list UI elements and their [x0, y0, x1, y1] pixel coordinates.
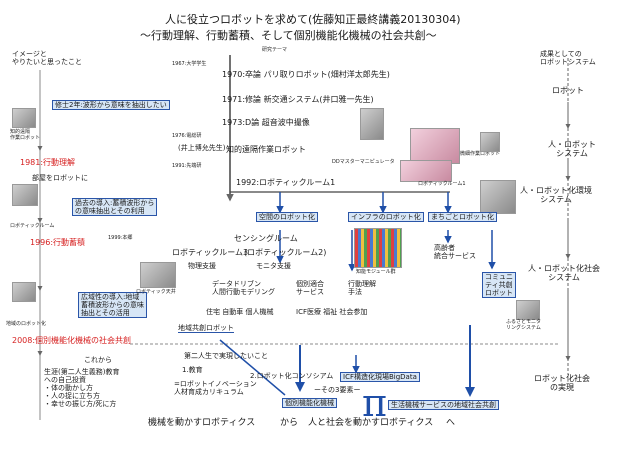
smart-module-caption: 知能モジュール群 — [356, 269, 396, 275]
bottom-caption-left: 機械を動かすロボティクス — [148, 418, 256, 428]
robotic-room3-label: ロボティックルーム3 — [172, 248, 249, 257]
housing-label: 住宅 自動車 個人機械 — [206, 308, 274, 316]
home-monitor-caption: ふるさとモニタ リングシステム — [506, 319, 542, 331]
physical-support-label: 物理支援 — [188, 262, 216, 270]
right-column-header: 成果としての ロボットシステム — [540, 50, 596, 67]
smart-module-photo — [354, 228, 402, 268]
row-1970: 1970:卒論 パリ取りロボット(畑村洋太郎先生) — [222, 70, 390, 79]
remote-robot-caption: 知的遠隔 作業ロボット — [10, 129, 41, 141]
second-life-label: 第二人生で実現したいこと — [184, 352, 268, 360]
regional-photo — [12, 282, 36, 302]
three-elements-label: ーその3要素ー — [314, 386, 361, 394]
robotic-room-photo — [12, 184, 38, 206]
remote-robot-label: 知的遠隔作業ロボット — [226, 145, 306, 154]
env-system-label: 人・ロボット化環境 システム — [520, 186, 592, 205]
remote-robot-photo — [12, 108, 36, 128]
year-1981-label: 1981:行動理解 — [20, 158, 76, 167]
space-robotization-box: 空間のロボット化 — [256, 212, 318, 223]
year-1996-label: 1996:行動蓄積 — [30, 238, 86, 247]
page-title: 人に役立つロボットを求めて(佐藤知正最終講義20130304) — [165, 13, 461, 26]
year-2008-label: 2008:個別機能化機械の社会共創 — [12, 336, 132, 345]
wide-intro-box: 広域性の導入:地域 蓄積波形からの意味 抽出とその活用 — [78, 292, 147, 319]
note-1991: 1991:先端研 — [172, 163, 202, 169]
future-body: 生涯(第二人生義務)教育 への自己投資 ・体の動かし方 ・人の捉に立ち方 ・幸せ… — [44, 368, 120, 409]
data-driven-label: データドリブン 人間行動モデリング — [212, 280, 275, 297]
sensing-room-label: センシングルーム — [234, 234, 298, 243]
robotic-room2-label: (ロボティックルーム2) — [244, 248, 327, 257]
individual-machine-box: 個別機能化機械 — [282, 398, 337, 409]
behavior-method-label: 行動理解 手法 — [348, 280, 376, 297]
society-system-label: 人・ロボット化社会 システム — [528, 264, 600, 283]
note-1999: 1999:本郷 — [108, 235, 133, 241]
individual-service-label: 個別適合 サービス — [296, 280, 324, 297]
human-robot-system-label: 人・ロボット システム — [548, 140, 596, 159]
first-year-box: 修士2年:波形から意味を抽出したい — [52, 100, 170, 111]
regional-to-pi-connector — [219, 339, 286, 396]
bottom-caption-right: 人と社会を動かすロボティクス — [308, 418, 434, 428]
monitor-support-label: モニタ支援 — [256, 262, 291, 270]
edu-2-label: 2.ロボット化コンソシアム — [250, 372, 334, 380]
home-monitor-photo — [516, 300, 540, 320]
room-caption: 部屋をロボットに — [32, 174, 88, 182]
ultrasound-photo — [360, 108, 384, 140]
left-column-header: イメージと やりたいと思ったこと — [12, 50, 82, 67]
dd-manipulator-label: DDマスターマニピュレータ — [332, 159, 395, 165]
row-1971: 1971:修論 新交通システム(井口雅一先生) — [222, 95, 374, 104]
room-photo — [400, 160, 452, 182]
icf-label: ICF医療 福祉 社会参加 — [296, 308, 368, 316]
life-service-box: 生活機械サービスの地域社会共創 — [388, 400, 499, 411]
pi-symbol: π — [362, 381, 387, 425]
past-intro-box: 過去の導入:蓄積波形から の意味抽出とその利用 — [72, 198, 158, 217]
robot-ceiling-caption: ロボティック天井 — [136, 289, 176, 295]
infra-robotization-box: インフラのロボット化 — [348, 212, 424, 223]
icf-bigdata-box: ICF構造化現場BigData — [340, 372, 420, 383]
town-robotization-box: まちごとロボット化 — [428, 212, 497, 223]
robotic-room-caption: ロボティックルーム — [10, 223, 55, 229]
bottom-caption-end: へ — [446, 418, 456, 428]
prof-inoue-label: (井上博允先生) — [178, 144, 226, 152]
note-1967: 1967:大学学生 — [172, 61, 207, 67]
edu-1-detail: =ロボットイノベーション 人材育成カリキュラム — [174, 380, 257, 397]
robot-ceiling-photo — [140, 262, 176, 288]
future-header: これから — [84, 356, 112, 364]
bottom-caption-mid: から — [280, 418, 299, 428]
micro-robot-caption: 微細作業ロボット — [460, 151, 501, 157]
room-photo-caption: ロボティックルーム1 — [418, 181, 466, 187]
page-subtitle: 〜行動理解、行動蓄積、そして個別機能化機械の社会共創〜 — [140, 29, 437, 42]
room-photo-2 — [480, 180, 516, 214]
community-robot-box: コミュニ ティ共創 ロボット — [482, 272, 516, 299]
row-1992: 1992:ロボティックルーム1 — [236, 178, 336, 187]
edu-1-label: 1.教育 — [182, 366, 203, 374]
research-theme-label: 研究テーマ — [262, 47, 288, 53]
note-1976: 1976:電総研 — [172, 133, 202, 139]
realization-label: ロボット化社会 の実現 — [534, 374, 590, 393]
micro-robot-photo — [410, 128, 460, 164]
micro-robot-photo-2 — [480, 132, 500, 152]
regional-robot-label: 地域共創ロボット — [178, 324, 234, 334]
regional-caption: 地域のロボット化 — [6, 321, 47, 327]
robot-label: ロボット — [552, 86, 584, 95]
row-1973: 1973:D論 超音波中撮像 — [222, 118, 310, 127]
elderly-service-label: 高齢者 統合サービス — [434, 244, 476, 261]
